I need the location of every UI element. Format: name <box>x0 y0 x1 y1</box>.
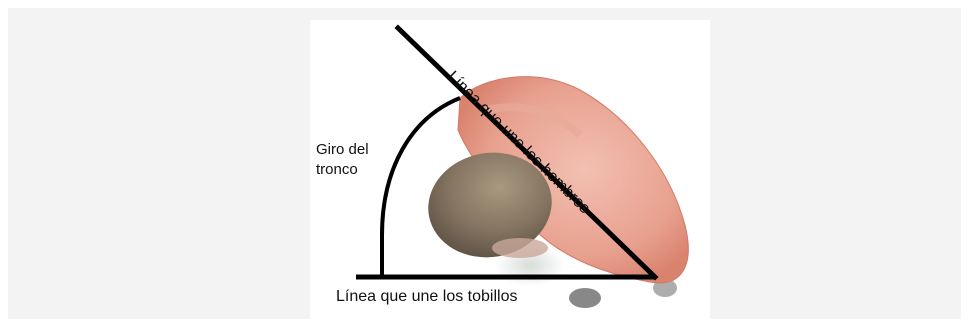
left-foot <box>569 288 601 308</box>
illustration <box>356 24 689 308</box>
rotation-angle-arc <box>380 96 461 277</box>
chin-shape <box>492 238 548 258</box>
trunk-rotation-label-line1: Giro del <box>316 141 369 158</box>
ankles-line-label: Línea que une los tobillos <box>336 288 518 305</box>
trunk-rotation-label-line2: tronco <box>316 161 358 178</box>
head-shape <box>428 152 552 258</box>
right-foot <box>653 279 677 297</box>
shoulders-line <box>394 24 659 281</box>
trunk-rotation-label: Giro del tronco <box>316 140 406 180</box>
trunk-rotation-diagram: Giro del tronco Línea que une los hombro… <box>310 20 710 327</box>
shoulder-ridge <box>478 103 583 138</box>
